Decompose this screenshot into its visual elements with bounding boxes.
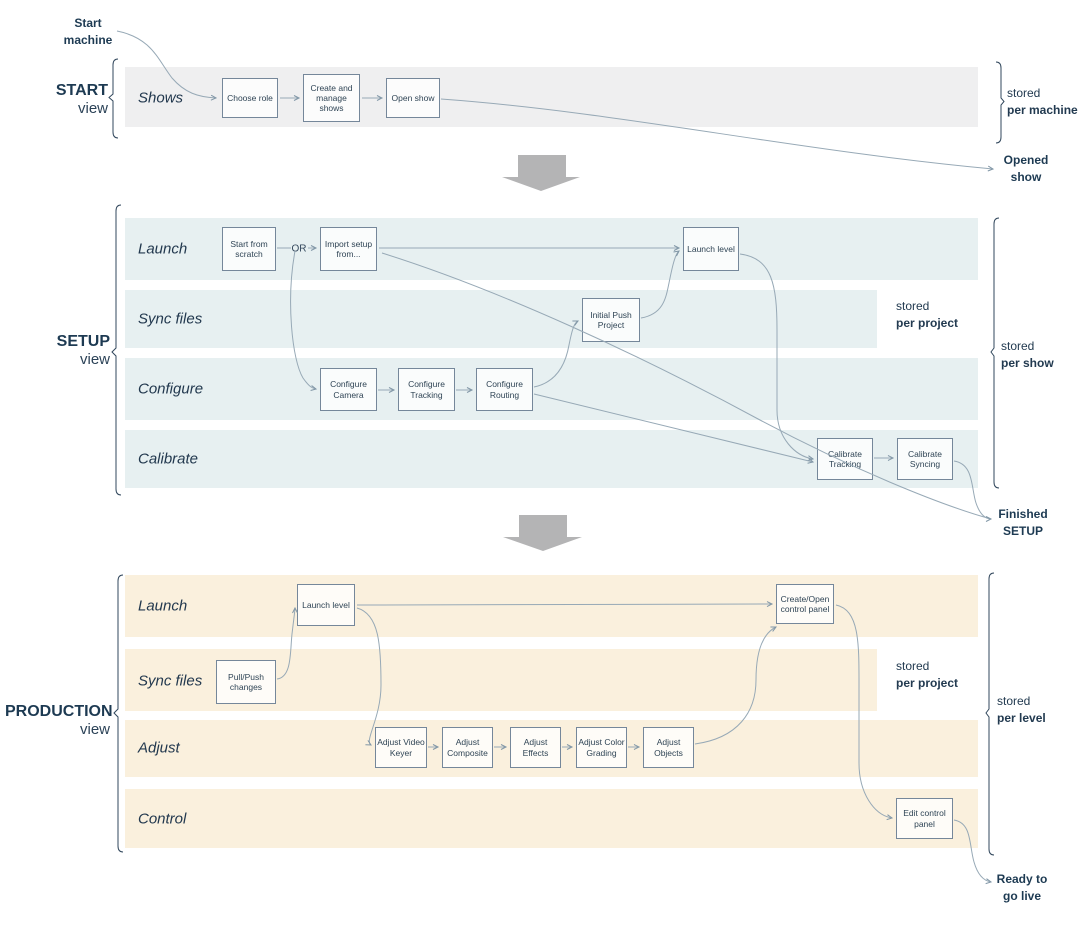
bracket-stored-per-machine bbox=[995, 61, 1005, 144]
node-open-show: Open show bbox=[386, 78, 440, 118]
node-calibrate-tracking: Calibrate Tracking bbox=[817, 438, 873, 480]
setup-view-name: SETUP bbox=[56, 333, 110, 350]
node-configure-tracking: Configure Tracking bbox=[398, 368, 455, 411]
setup-row-label-configure: Configure bbox=[138, 380, 204, 398]
setup-band-configure bbox=[125, 358, 978, 420]
node-adjust-composite: Adjust Composite bbox=[442, 727, 493, 768]
big-arrow-start-to-setup bbox=[502, 155, 580, 191]
node-edit-control-panel: Edit control panel bbox=[896, 798, 953, 839]
node-production-launch-level: Launch level bbox=[297, 584, 355, 626]
production-view-name: PRODUCTION bbox=[5, 703, 113, 720]
node-import-setup: Import setup from... bbox=[320, 227, 377, 271]
production-row-label-adjust: Adjust bbox=[138, 739, 180, 757]
node-initial-push-project: Initial Push Project bbox=[582, 298, 640, 342]
or-label: OR bbox=[291, 243, 307, 255]
setup-row-label-calibrate: Calibrate bbox=[138, 450, 199, 468]
production-row-label-sync-files: Sync files bbox=[138, 672, 203, 690]
opened-show-label: Opened show bbox=[1003, 153, 1049, 184]
stored-per-project-production: stored per project bbox=[896, 659, 959, 690]
ready-go-live-label: Ready to go live bbox=[996, 872, 1048, 903]
setup-row-label-sync-files: Sync files bbox=[138, 310, 203, 328]
production-row-label-control: Control bbox=[138, 810, 187, 828]
big-arrow-setup-to-production bbox=[503, 515, 582, 551]
node-choose-role: Choose role bbox=[222, 78, 278, 118]
start-machine-label: Start machine bbox=[63, 16, 113, 47]
bracket-setup-view bbox=[111, 204, 122, 496]
bracket-stored-per-level bbox=[985, 572, 995, 856]
setup-band-sync-files bbox=[125, 290, 877, 348]
start-view-label: START view bbox=[18, 82, 108, 118]
stored-per-project-setup: stored per project bbox=[896, 299, 959, 330]
production-band-launch bbox=[125, 575, 978, 637]
stored-per-level: stored per level bbox=[997, 694, 1046, 725]
node-adjust-video-keyer: Adjust Video Keyer bbox=[375, 727, 427, 768]
start-view-name: START bbox=[55, 82, 108, 99]
connector-launch-level-to-calibrate-tracking bbox=[739, 253, 815, 462]
stored-per-show: stored per show bbox=[1001, 339, 1054, 370]
bracket-start-view bbox=[108, 58, 119, 139]
node-configure-camera: Configure Camera bbox=[320, 368, 377, 411]
bracket-stored-per-show bbox=[990, 217, 1000, 489]
node-setup-launch-level: Launch level bbox=[683, 227, 739, 271]
node-configure-routing: Configure Routing bbox=[476, 368, 533, 411]
production-band-control bbox=[125, 789, 978, 848]
production-row-label-launch: Launch bbox=[138, 597, 188, 615]
setup-view-suffix: view bbox=[79, 351, 110, 368]
node-create-manage-shows: Create and manage shows bbox=[303, 74, 360, 122]
setup-row-label-launch: Launch bbox=[138, 240, 188, 258]
node-start-from-scratch: Start from scratch bbox=[222, 227, 276, 271]
node-adjust-color-grading: Adjust Color Grading bbox=[576, 727, 627, 768]
finished-setup-label: Finished SETUP bbox=[998, 507, 1048, 538]
start-view-suffix: view bbox=[77, 100, 108, 117]
start-row-label-shows: Shows bbox=[138, 89, 184, 107]
bracket-production-view bbox=[113, 574, 124, 853]
node-calibrate-syncing: Calibrate Syncing bbox=[897, 438, 953, 480]
production-view-label: PRODUCTION view bbox=[5, 703, 113, 739]
node-pull-push-changes: Pull/Push changes bbox=[216, 660, 276, 704]
stored-per-machine: stored per machine bbox=[1007, 86, 1078, 117]
production-view-suffix: view bbox=[79, 721, 110, 738]
node-adjust-effects: Adjust Effects bbox=[510, 727, 561, 768]
node-create-open-panel: Create/Open control panel bbox=[776, 584, 834, 624]
node-adjust-objects: Adjust Objects bbox=[643, 727, 694, 768]
setup-view-label: SETUP view bbox=[18, 333, 110, 369]
